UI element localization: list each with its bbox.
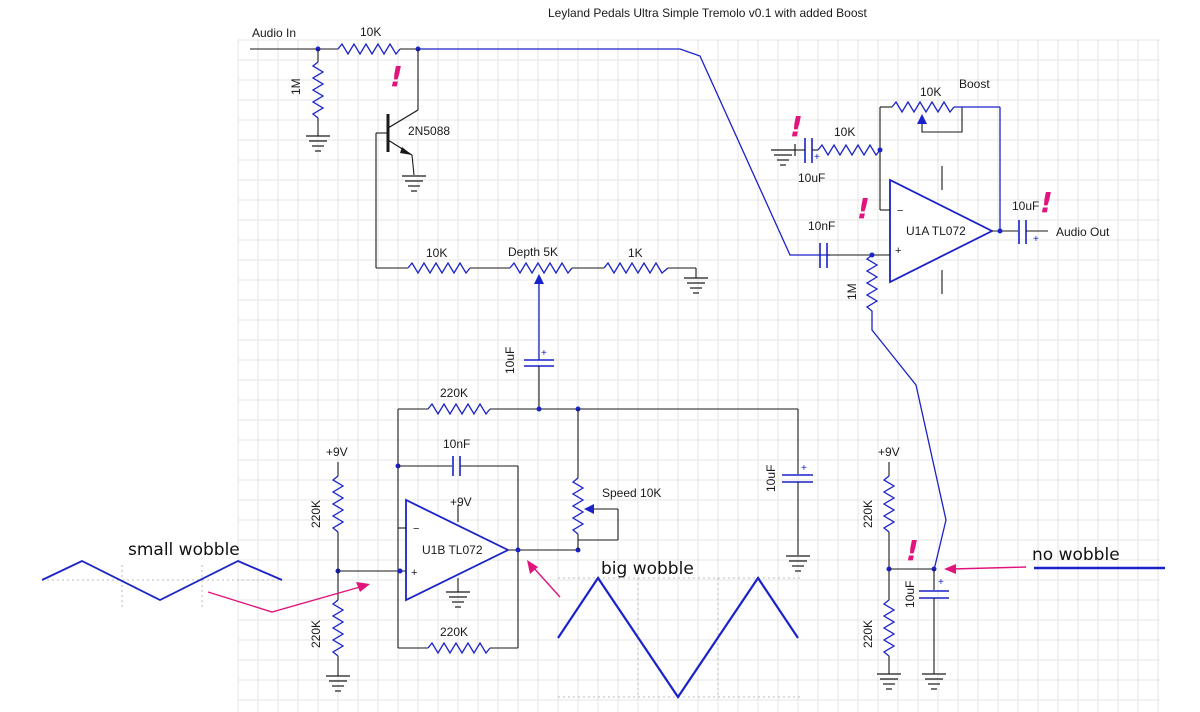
svg-text:+: + <box>411 567 417 579</box>
ground-symbol-9 <box>922 673 946 690</box>
svg-text:+: + <box>541 348 547 359</box>
capacitor-input-boost-label: 10nF <box>808 219 835 233</box>
resistor-bias-top-right: 220K <box>861 475 896 533</box>
resistor-depth-right-label: 1K <box>628 246 643 260</box>
capacitor-supply: + 10uF <box>764 463 813 492</box>
resistor-osc-bottom: 220K <box>427 625 491 655</box>
ground-symbol-7 <box>771 144 796 166</box>
ground-symbol-8 <box>877 673 901 690</box>
resistor-bias-bot-left-label: 220K <box>309 620 323 648</box>
capacitor-boost-gnd-label: 10uF <box>798 171 825 185</box>
background-grid <box>237 39 1160 712</box>
audio-in-label: Audio In <box>252 26 296 40</box>
resistor-boost-bias-label: 1M <box>845 283 859 300</box>
opamp-u1b-supply-label: +9V <box>450 495 472 509</box>
svg-text:+: + <box>938 577 944 588</box>
vcc-right-label: +9V <box>878 445 900 459</box>
potentiometer-speed: Speed 10K <box>571 477 661 541</box>
ground-symbol-4 <box>446 591 470 608</box>
potentiometer-boost: 10K <box>891 85 963 133</box>
svg-text:+: + <box>801 463 807 474</box>
ground-symbol-3 <box>684 277 708 294</box>
potentiometer-depth-label: Depth 5K <box>508 245 558 259</box>
capacitor-out: + 10uF <box>1012 199 1039 245</box>
vcc-left-label: +9V <box>326 445 348 459</box>
opamp-u1b: − + U1B TL072 +9V <box>405 495 511 602</box>
resistor-feedback-top-label: 220K <box>440 386 468 400</box>
exclamation-mark-5: ! <box>906 534 919 567</box>
big-wobble-label: big wobble <box>601 559 694 579</box>
capacitor-bias-right: + 10uF <box>903 577 949 608</box>
resistor-osc-bottom-label: 220K <box>440 625 468 639</box>
resistor-depth-left-label: 10K <box>426 246 447 260</box>
schematic-title: Leyland Pedals Ultra Simple Tremolo v0.1… <box>548 6 868 20</box>
resistor-boost-bias: 1M <box>845 254 879 325</box>
transistor-2n5088: 2N5088 <box>376 49 450 176</box>
resistor-bias-top-right-label: 220K <box>861 500 875 528</box>
big-wobble-wave <box>557 576 800 699</box>
audio-out-label: Audio Out <box>1056 225 1110 239</box>
resistor-feedback-top: 220K <box>427 386 491 416</box>
no-wobble-arrow <box>944 564 1027 574</box>
resistor-boost-gnd: 10K <box>817 125 881 157</box>
svg-text:+: + <box>814 152 820 163</box>
svg-text:−: − <box>897 205 903 217</box>
opamp-u1b-label: U1B TL072 <box>422 543 483 557</box>
potentiometer-depth: Depth 5K <box>508 245 573 360</box>
resistor-bias-top-left: 220K <box>309 475 345 533</box>
exclamation-mark-4: ! <box>1040 186 1053 219</box>
resistor-bias-top-left-label: 220K <box>309 500 323 528</box>
potentiometer-boost-label: 10K <box>920 85 941 99</box>
capacitor-out-label: 10uF <box>1012 199 1039 213</box>
ground-symbol-2 <box>402 175 426 192</box>
resistor-depth-left: 10K <box>407 246 471 275</box>
resistor-boost-gnd-label: 10K <box>834 125 855 139</box>
ground-symbol-5 <box>786 555 810 572</box>
resistor-r-in: 10K <box>337 25 401 56</box>
svg-text:+: + <box>1033 234 1039 245</box>
signal-wire-to-boost <box>418 48 830 256</box>
small-wobble-arrow <box>207 582 370 613</box>
opamp-u1a: − + U1A TL072 <box>889 166 995 294</box>
ground-symbol-1 <box>306 135 330 152</box>
ground-symbol-6 <box>326 675 350 692</box>
exclamation-mark-2: ! <box>790 110 803 143</box>
capacitor-osc: 10nF <box>443 437 470 476</box>
big-wobble-arrow <box>527 560 561 598</box>
resistor-r-pulldown-label: 1M <box>289 78 303 95</box>
no-wobble-label: no wobble <box>1032 545 1120 565</box>
resistor-bias-bot-left: 220K <box>309 599 345 657</box>
input-wire <box>250 46 338 52</box>
capacitor-depth-label: 10uF <box>503 347 517 374</box>
capacitor-depth: + 10uF <box>503 347 554 409</box>
potentiometer-speed-label: Speed 10K <box>602 486 661 500</box>
svg-text:+: + <box>895 245 901 257</box>
resistor-r-pulldown: 1M <box>289 61 325 119</box>
bias-wire-to-divider <box>871 325 947 571</box>
resistor-r-in-label: 10K <box>360 25 381 39</box>
capacitor-supply-label: 10uF <box>764 465 778 492</box>
resistor-bias-bot-right-label: 220K <box>861 620 875 648</box>
capacitor-bias-right-label: 10uF <box>903 581 917 608</box>
transistor-label: 2N5088 <box>408 124 450 138</box>
boost-label: Boost <box>959 77 990 91</box>
small-wobble-label: small wobble <box>128 540 240 560</box>
svg-text:−: − <box>413 523 419 535</box>
exclamation-mark-1: ! <box>390 60 403 93</box>
resistor-bias-bot-right: 220K <box>861 599 896 657</box>
resistor-depth-right: 1K <box>603 246 669 275</box>
capacitor-input-boost: 10nF <box>808 219 835 268</box>
small-wobble-wave <box>41 559 283 607</box>
opamp-u1a-label: U1A TL072 <box>906 224 966 238</box>
exclamation-mark-3: ! <box>857 192 870 225</box>
capacitor-osc-label: 10nF <box>443 437 470 451</box>
